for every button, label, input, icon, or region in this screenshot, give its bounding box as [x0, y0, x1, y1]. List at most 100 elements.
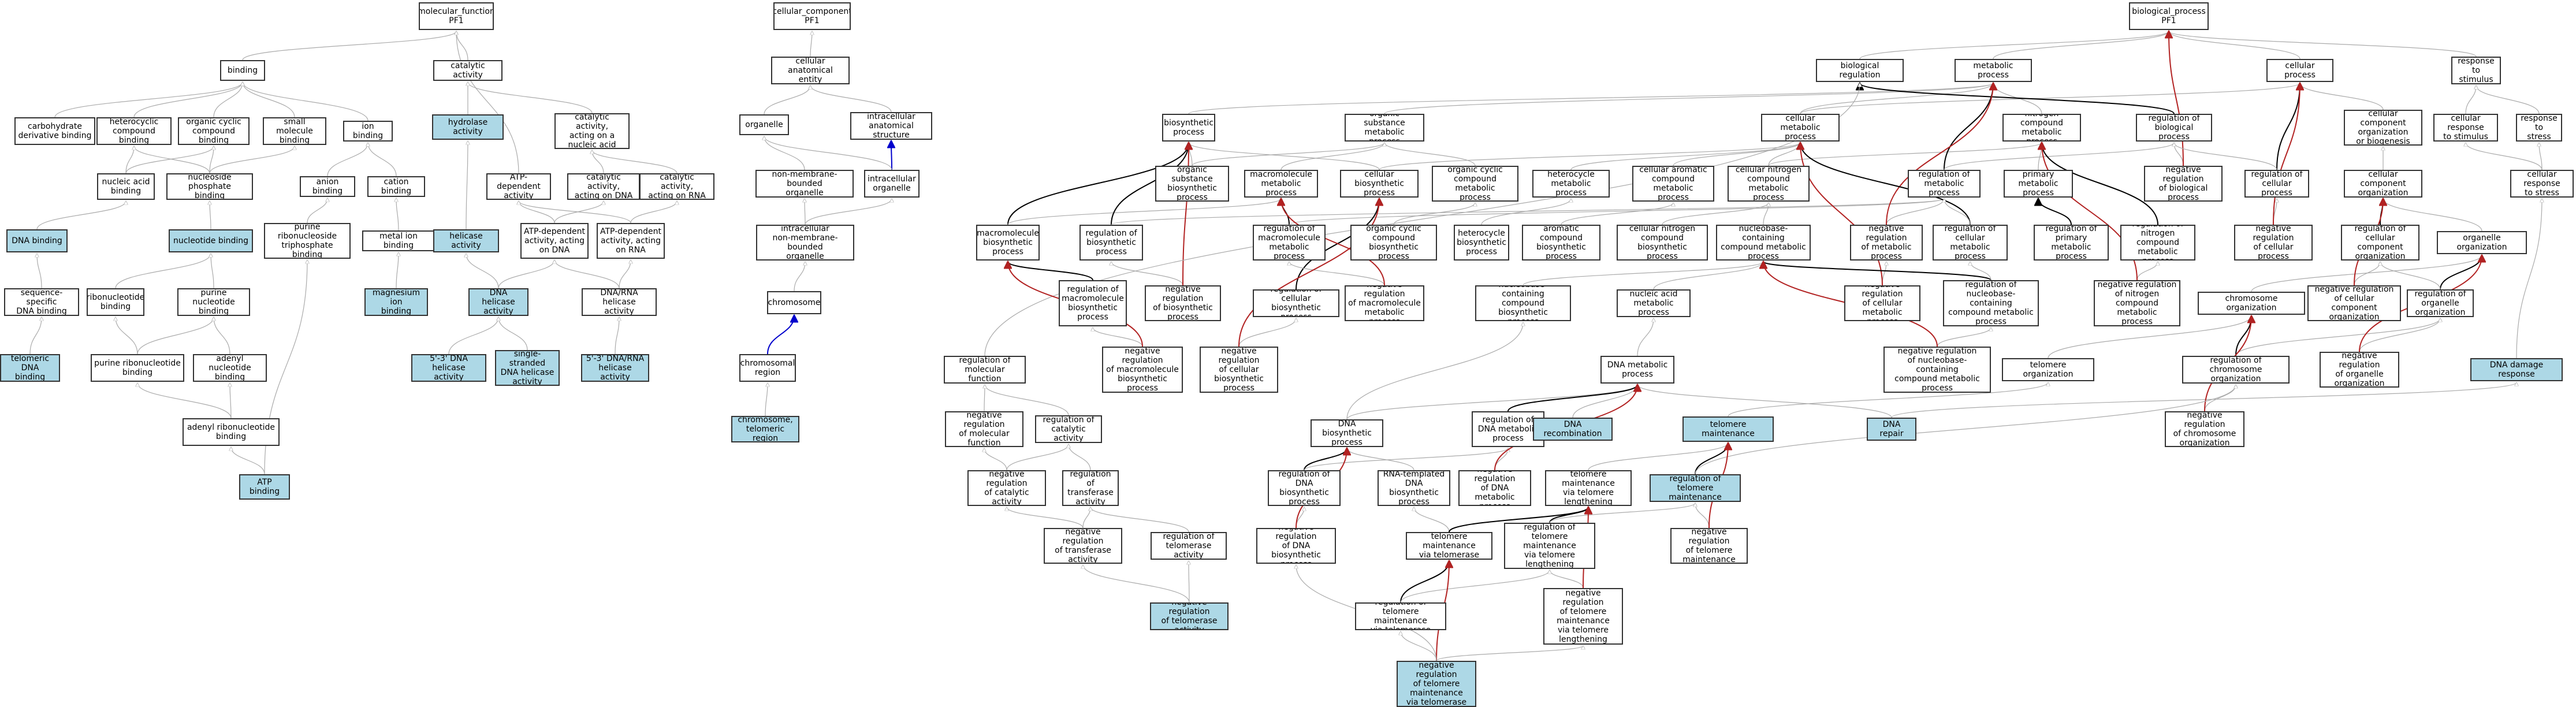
- go-node-regcbp[interactable]: regulation of cellular biosynthetic proc…: [1253, 289, 1339, 317]
- go-node-negbio[interactable]: negative regulation of biological proces…: [2144, 166, 2223, 202]
- go-node-atpb[interactable]: ATP binding: [239, 474, 290, 500]
- go-node-atprna[interactable]: ATP-dependent activity, acting on RNA: [597, 223, 665, 259]
- go-node-crstress[interactable]: cellular response to stress: [2510, 170, 2574, 198]
- go-node-macbp[interactable]: macromolecule biosynthetic process: [976, 225, 1040, 261]
- go-node-adenrnb[interactable]: adenyl ribonucleotide binding: [183, 418, 280, 446]
- go-node-regmacmet[interactable]: regulation of macromolecule metabolic pr…: [1253, 225, 1326, 261]
- go-node-negtelact[interactable]: negative regulation of telomerase activi…: [1150, 602, 1229, 630]
- go-node-hbp[interactable]: heterocycle biosynthetic process: [1454, 225, 1509, 261]
- go-node-cbp[interactable]: cellular biosynthetic process: [1340, 170, 1419, 198]
- go-node-prnb[interactable]: purine ribonucleotide binding: [91, 354, 184, 382]
- go-node-namp[interactable]: nucleic acid metabolic process: [1617, 289, 1691, 317]
- go-node-purnb[interactable]: purine nucleotide binding: [177, 288, 250, 316]
- go-node-ncmp[interactable]: nitrogen compound metabolic process: [2002, 114, 2081, 142]
- go-node-ntphos[interactable]: nucleoside phosphate binding: [166, 173, 253, 200]
- go-node-cation[interactable]: cation binding: [367, 176, 425, 197]
- go-node-ssdna[interactable]: single-stranded DNA helicase activity: [495, 350, 560, 386]
- go-node-negcat[interactable]: negative regulation of catalytic activit…: [967, 470, 1046, 506]
- go-node-negdnabp[interactable]: negative regulation of DNA biosynthetic …: [1256, 528, 1336, 564]
- go-node-mg[interactable]: magnesium ion binding: [364, 288, 428, 316]
- go-node-regncmp[interactable]: regulation of nitrogen compound metaboli…: [2120, 225, 2195, 261]
- go-node-regmf[interactable]: regulation of molecular function: [944, 356, 1026, 384]
- go-node-telmaint[interactable]: telomere maintenance: [1682, 416, 1774, 442]
- go-node-inmbo[interactable]: intracellular non-membrane-bounded organ…: [756, 225, 854, 261]
- go-node-hetcomp[interactable]: heterocyclic compound binding: [96, 117, 172, 145]
- go-node-dnarnahel[interactable]: DNA/RNA helicase activity: [582, 288, 657, 316]
- go-node-dnadmg[interactable]: DNA damage response: [2470, 358, 2563, 381]
- go-node-negncmp[interactable]: negative regulation of nitrogen compound…: [2094, 280, 2180, 326]
- go-node-hel53rna[interactable]: 5'-3' DNA/RNA helicase activity: [581, 354, 649, 382]
- go-node-bioreg[interactable]: biological regulation: [1816, 59, 1904, 82]
- go-node-orgcyc[interactable]: organic cyclic compound binding: [178, 117, 250, 145]
- go-node-negtelvia[interactable]: negative regulation of telomere maintena…: [1397, 661, 1476, 707]
- go-node-mf[interactable]: molecular_function PF1: [419, 2, 494, 30]
- go-node-cncmp2[interactable]: cellular nitrogen compound metabolic pro…: [1728, 166, 1810, 202]
- go-node-hmp[interactable]: heterocycle metabolic process: [1532, 170, 1610, 198]
- go-node-ias[interactable]: intracellular anatomical structure: [850, 112, 932, 140]
- go-node-regtelvia[interactable]: regulation of telomere maintenance via t…: [1355, 602, 1446, 630]
- go-node-negmet[interactable]: negative regulation of metabolic process: [1850, 225, 1923, 261]
- go-node-negtelmaint[interactable]: negative regulation of telomere maintena…: [1670, 528, 1748, 564]
- go-node-negmf[interactable]: negative regulation of molecular functio…: [945, 411, 1023, 447]
- go-node-negmacmet[interactable]: negative regulation of macromolecule met…: [1345, 285, 1424, 321]
- go-node-nucb[interactable]: nucleotide binding: [169, 229, 253, 252]
- go-node-negorg[interactable]: negative regulation of organelle organiz…: [2320, 352, 2399, 388]
- go-node-macmet[interactable]: macromolecule metabolic process: [1244, 170, 1318, 198]
- go-node-seqdna[interactable]: sequence-specific DNA binding: [4, 288, 79, 316]
- go-node-rstress[interactable]: response to stress: [2516, 114, 2562, 142]
- go-node-metal[interactable]: metal ion binding: [362, 230, 435, 251]
- go-node-ribonb[interactable]: ribonucleotide binding: [87, 288, 144, 316]
- go-node-negtrans[interactable]: negative regulation of transferase activ…: [1044, 528, 1122, 564]
- go-node-occmp[interactable]: organic cyclic compound metabolic proces…: [1432, 166, 1518, 202]
- go-node-regcco[interactable]: regulation of cellular component organiz…: [2341, 225, 2419, 261]
- go-node-regtelmaint[interactable]: regulation of telomere maintenance: [1650, 474, 1741, 502]
- go-node-dnab[interactable]: DNA binding: [6, 229, 68, 252]
- go-node-dnahel[interactable]: DNA helicase activity: [468, 288, 528, 316]
- go-node-binding[interactable]: binding: [220, 60, 265, 81]
- go-node-catrna[interactable]: catalytic activity, acting on RNA: [639, 173, 714, 200]
- go-node-helic[interactable]: helicase activity: [433, 229, 499, 252]
- go-node-negcellmet[interactable]: negative regulation of cellular metaboli…: [1844, 285, 1920, 321]
- go-node-nab[interactable]: nucleic acid binding: [97, 173, 155, 200]
- go-node-cae[interactable]: cellular anatomical entity: [771, 57, 850, 84]
- go-node-hydro[interactable]: hydrolase activity: [432, 114, 504, 140]
- go-node-regcat[interactable]: regulation of catalytic activity: [1035, 415, 1102, 443]
- go-node-negdnamp[interactable]: negative regulation of DNA metabolic pro…: [1458, 470, 1531, 506]
- go-node-rnatemp[interactable]: RNA-templated DNA biosynthetic process: [1378, 470, 1450, 506]
- go-node-telmaintvia[interactable]: telomere maintenance via telomerase: [1406, 532, 1492, 560]
- go-node-regpmp[interactable]: regulation of primary metabolic process: [2034, 225, 2109, 261]
- go-node-anion[interactable]: anion binding: [300, 176, 355, 197]
- go-node-chromorg[interactable]: chromosome organization: [2198, 292, 2305, 315]
- go-node-dnabp[interactable]: DNA biosynthetic process: [1311, 419, 1383, 447]
- go-node-catact[interactable]: catalytic activity: [433, 60, 502, 81]
- go-node-regchrom[interactable]: regulation of chromosome organization: [2182, 356, 2290, 384]
- go-node-negcbp[interactable]: negative regulation of cellular biosynth…: [1200, 347, 1278, 393]
- go-node-io[interactable]: intracellular organelle: [864, 170, 920, 198]
- go-node-teldna[interactable]: telomeric DNA binding: [0, 354, 60, 382]
- go-node-osbp[interactable]: organic substance biosynthetic process: [1155, 166, 1229, 202]
- go-node-telmaintlen[interactable]: telomere maintenance via telomere length…: [1545, 470, 1632, 506]
- go-node-ccob[interactable]: cellular component organization or bioge…: [2344, 110, 2422, 146]
- go-node-hel53[interactable]: 5'-3' DNA helicase activity: [411, 354, 486, 382]
- go-node-biosyn[interactable]: biosynthetic process: [1162, 114, 1215, 142]
- go-node-catdna[interactable]: catalytic activity, acting on DNA: [567, 173, 640, 200]
- go-node-cncbp[interactable]: cellular nitrogen compound biosynthetic …: [1617, 225, 1708, 261]
- go-node-regdnamp[interactable]: regulation of DNA metabolic process: [1472, 411, 1544, 447]
- go-node-telreg[interactable]: chromosome, telomeric region: [731, 416, 799, 442]
- go-node-regnbcmp[interactable]: regulation of nucleobase-containing comp…: [1943, 280, 2039, 326]
- go-node-cellmet[interactable]: cellular metabolic process: [1761, 114, 1840, 142]
- go-node-negcell[interactable]: negative regulation of cellular process: [2234, 225, 2313, 261]
- go-node-negtellen[interactable]: negative regulation of telomere maintena…: [1543, 588, 1623, 645]
- go-node-regtellen[interactable]: regulation of telomere maintenance via t…: [1504, 523, 1595, 569]
- go-node-regmacbp[interactable]: regulation of macromolecule biosynthetic…: [1059, 280, 1127, 326]
- go-node-regbp[interactable]: regulation of biosynthetic process: [1079, 225, 1143, 261]
- go-node-nmbo[interactable]: non-membrane-bounded organelle: [755, 170, 854, 198]
- go-node-occbp[interactable]: organic cyclic compound biosynthetic pro…: [1350, 225, 1437, 261]
- go-node-regbio[interactable]: regulation of biological process: [2136, 114, 2212, 142]
- go-node-carb[interactable]: carbohydrate derivative binding: [14, 117, 95, 145]
- go-node-regmet[interactable]: regulation of metabolic process: [1908, 170, 1981, 198]
- go-node-chrom[interactable]: chromosome: [767, 291, 821, 314]
- go-node-orgorg[interactable]: organelle organization: [2437, 231, 2527, 254]
- go-node-regtelact[interactable]: regulation of telomerase activity: [1151, 532, 1227, 560]
- go-node-cco[interactable]: cellular component organization: [2344, 170, 2422, 198]
